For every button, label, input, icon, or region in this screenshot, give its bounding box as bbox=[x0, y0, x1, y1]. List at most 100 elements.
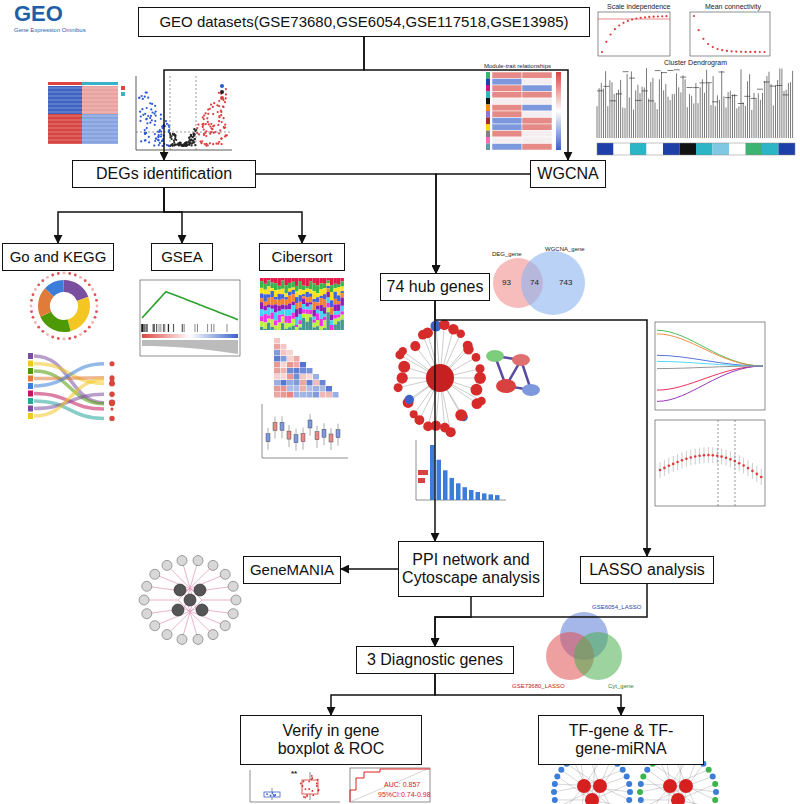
dendrogram-branch bbox=[792, 71, 793, 138]
bar bbox=[443, 470, 448, 500]
cv-point bbox=[738, 462, 741, 465]
volcano-point bbox=[224, 135, 226, 137]
go-dot bbox=[63, 272, 66, 275]
threshold-line bbox=[598, 19, 670, 20]
plot-point bbox=[735, 51, 737, 53]
dendrogram-branch bbox=[754, 93, 755, 138]
stacked-bar bbox=[316, 293, 319, 297]
volcano-point bbox=[217, 111, 219, 113]
correlation-cell bbox=[326, 392, 332, 398]
volcano-point bbox=[160, 135, 162, 137]
stacked-bar bbox=[285, 316, 288, 323]
stacked-bar bbox=[306, 286, 309, 289]
stacked-bar bbox=[302, 318, 305, 330]
correlation-cell bbox=[274, 380, 280, 386]
go-dot bbox=[41, 279, 44, 282]
stacked-bar bbox=[271, 313, 274, 320]
box-label: GEO datasets(GSE73680,GSE6054,GSE117518,… bbox=[159, 13, 568, 30]
plot-point bbox=[665, 15, 667, 17]
cv-point bbox=[659, 469, 662, 472]
heatmap-stripe bbox=[48, 120, 118, 121]
go-dot bbox=[95, 310, 98, 313]
module-bar bbox=[729, 143, 746, 155]
connector-arrow bbox=[364, 37, 568, 160]
dendrogram-branch bbox=[642, 87, 643, 138]
stacked-bar bbox=[330, 278, 333, 285]
module-bar bbox=[713, 143, 730, 155]
network-node bbox=[512, 354, 530, 366]
volcano-point bbox=[224, 126, 226, 128]
plot-point bbox=[640, 17, 642, 19]
network-node bbox=[394, 383, 403, 392]
module-cell bbox=[522, 137, 552, 144]
network-edge bbox=[182, 591, 196, 639]
volcano-point bbox=[212, 113, 214, 115]
error-bar bbox=[699, 448, 700, 464]
stacked-bar bbox=[299, 320, 302, 324]
box-plot bbox=[301, 434, 305, 442]
dendrogram-branch bbox=[728, 92, 729, 138]
volcano-point bbox=[209, 142, 211, 144]
box-plot bbox=[322, 429, 326, 437]
heatmap-stripe bbox=[48, 92, 118, 93]
volcano-point bbox=[174, 136, 176, 138]
plot-point bbox=[648, 16, 650, 18]
volcano-legend bbox=[220, 96, 224, 100]
hit-mark bbox=[207, 324, 208, 332]
stacked-bar bbox=[334, 304, 337, 311]
volcano-point bbox=[172, 134, 174, 136]
connector-arrow bbox=[341, 568, 398, 570]
stacked-bar bbox=[320, 311, 323, 319]
volcano-point bbox=[185, 142, 187, 144]
stacked-bar bbox=[309, 294, 312, 297]
stacked-bar bbox=[278, 300, 281, 306]
volcano-point bbox=[183, 145, 185, 147]
go-dot bbox=[63, 338, 66, 341]
correlation-cell bbox=[281, 368, 287, 374]
plot-point bbox=[740, 51, 742, 53]
network-node bbox=[398, 361, 410, 373]
volcano-point bbox=[205, 112, 207, 114]
module-bar bbox=[663, 143, 680, 155]
module-bar bbox=[614, 143, 631, 155]
box-point bbox=[305, 788, 307, 790]
stacked-bar bbox=[330, 285, 333, 292]
volcano-point bbox=[166, 144, 168, 146]
volcano-legend bbox=[220, 84, 224, 88]
plot-point bbox=[605, 41, 607, 43]
cv-point bbox=[725, 457, 728, 460]
dendrogram-branch bbox=[784, 91, 785, 138]
hit-mark bbox=[173, 324, 174, 332]
dendrogram-branch bbox=[637, 85, 638, 138]
box-plot bbox=[308, 420, 312, 428]
stacked-bar bbox=[281, 281, 284, 289]
stacked-bar bbox=[323, 317, 326, 321]
stacked-bar bbox=[327, 286, 330, 288]
module-color bbox=[486, 118, 490, 125]
stacked-bar bbox=[292, 278, 295, 282]
go-dot bbox=[68, 337, 71, 340]
box-plot bbox=[273, 423, 277, 431]
cv-point bbox=[694, 455, 697, 458]
plot-point bbox=[618, 24, 620, 26]
volcano-point bbox=[146, 91, 148, 93]
volcano-point bbox=[201, 123, 203, 125]
cv-point bbox=[676, 461, 679, 464]
dendrogram-branch bbox=[620, 80, 621, 138]
module-cell bbox=[522, 85, 552, 92]
hit-mark bbox=[142, 324, 143, 332]
volcano-point bbox=[160, 114, 162, 116]
hit-mark bbox=[144, 324, 145, 332]
volcano-point bbox=[173, 139, 175, 141]
stacked-bar bbox=[337, 287, 340, 295]
go-dot bbox=[91, 321, 94, 324]
correlation-cell bbox=[274, 350, 280, 356]
volcano-point bbox=[205, 135, 207, 137]
stacked-bar bbox=[288, 309, 291, 315]
module-bar bbox=[680, 143, 697, 155]
network-node bbox=[397, 372, 408, 383]
box-label: GSEA bbox=[161, 248, 203, 265]
stacked-bar bbox=[271, 278, 274, 283]
volcano-point bbox=[210, 104, 212, 106]
volcano-point bbox=[149, 122, 151, 124]
